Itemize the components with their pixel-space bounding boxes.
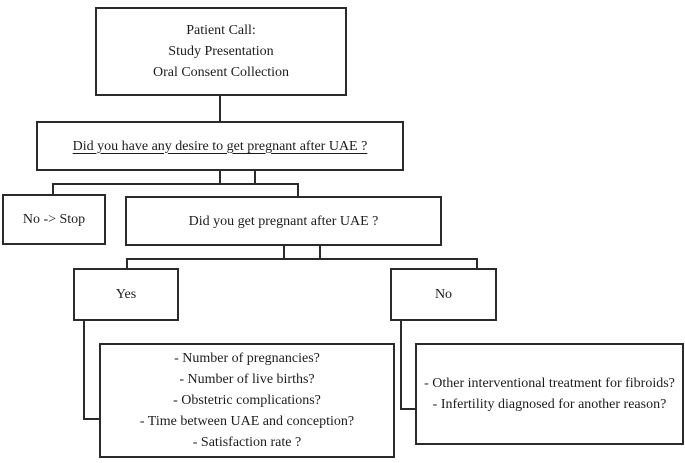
desire-question-label: Did you have any desire to get pregnant … bbox=[72, 138, 368, 154]
node-yes-details: - Number of pregnancies? - Number of liv… bbox=[99, 343, 395, 458]
connector-pregnant-stub-right bbox=[319, 246, 321, 260]
connector-pregnant-stub-left bbox=[283, 246, 285, 260]
no-details-line-1: - Other interventional treatment for fib… bbox=[424, 376, 675, 391]
connector-yes-into-details bbox=[83, 418, 100, 420]
connector-no-down bbox=[400, 321, 402, 410]
node-yes-branch: Yes bbox=[73, 268, 179, 321]
connector-to-yes bbox=[126, 258, 128, 269]
yes-details-line-5: - Satisfaction rate ? bbox=[192, 435, 302, 450]
connector-no-into-details bbox=[400, 408, 416, 410]
connector-desire-stub-right bbox=[254, 171, 256, 185]
connector-desire-stub-left bbox=[219, 171, 221, 185]
no-stop-label: No -> Stop bbox=[22, 212, 86, 227]
node-pregnant-question: Did you get pregnant after UAE ? bbox=[125, 196, 442, 246]
patient-call-line-1: Patient Call: bbox=[186, 23, 256, 38]
patient-call-line-3: Oral Consent Collection bbox=[152, 65, 290, 80]
yes-details-line-2: - Number of live births? bbox=[179, 372, 315, 387]
yes-details-line-3: - Obstetric complications? bbox=[173, 393, 321, 408]
no-details-line-2: - Infertility diagnosed for another reas… bbox=[432, 397, 667, 412]
yes-details-line-4: - Time between UAE and conception? bbox=[139, 414, 355, 429]
connector-to-pregnant-question bbox=[297, 183, 299, 197]
yes-details-line-1: - Number of pregnancies? bbox=[174, 351, 320, 366]
connector-to-no-stop bbox=[52, 183, 54, 195]
patient-call-line-2: Study Presentation bbox=[168, 44, 274, 59]
no-branch-label: No bbox=[434, 287, 453, 302]
node-no-stop: No -> Stop bbox=[2, 194, 106, 245]
node-desire-question: Did you have any desire to get pregnant … bbox=[36, 121, 404, 171]
connector-yesno-branch-horizontal bbox=[126, 258, 478, 260]
connector-patient-to-desire bbox=[219, 96, 221, 121]
node-no-details: - Other interventional treatment for fib… bbox=[415, 343, 684, 445]
connector-to-no bbox=[476, 258, 478, 269]
node-patient-call: Patient Call: Study Presentation Oral Co… bbox=[95, 7, 347, 96]
pregnant-question-label: Did you get pregnant after UAE ? bbox=[188, 213, 379, 229]
connector-yes-down bbox=[83, 321, 85, 420]
yes-branch-label: Yes bbox=[115, 287, 137, 302]
node-no-branch: No bbox=[390, 268, 497, 321]
connector-desire-branch-horizontal bbox=[52, 183, 299, 185]
